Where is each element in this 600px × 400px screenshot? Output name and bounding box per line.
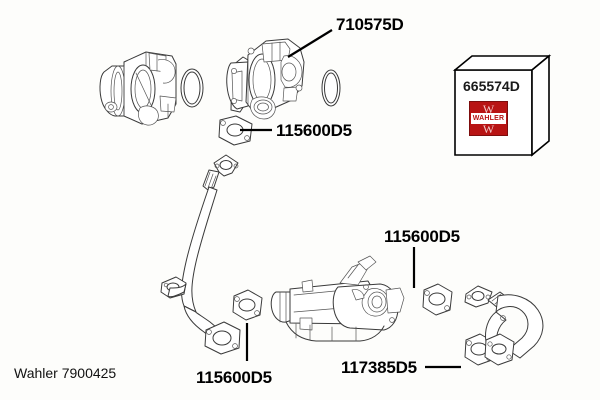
part-egr-cooler — [270, 255, 405, 342]
wahler-logo: W WAHLER W — [469, 101, 508, 136]
callout-115600d5-bottom: 115600D5 — [196, 368, 272, 387]
wahler-logo-band: WAHLER — [471, 113, 506, 124]
leader-lines — [240, 29, 461, 369]
part-egr-supply-pipe — [160, 154, 241, 355]
part-sealing-ring-right — [321, 69, 341, 107]
callout-115600d5-top: 115600D5 — [276, 121, 352, 140]
part-egr-return-pipe — [464, 285, 544, 366]
callout-115600d5-mid: 115600D5 — [384, 227, 460, 246]
leader-710575d — [287, 29, 333, 58]
package-box-part-number: 665574D — [463, 78, 520, 94]
part-egr-valve — [226, 38, 305, 120]
part-throttle-body — [99, 51, 177, 126]
callout-117385d5: 117385D5 — [341, 358, 417, 377]
wahler-logo-flourish-top: W — [482, 102, 495, 116]
wahler-logo-text: WAHLER — [472, 115, 505, 122]
wahler-logo-flourish-bottom: W — [482, 122, 495, 136]
part-gasket-cooler-outlet — [422, 283, 453, 316]
callout-710575d: 710575D — [336, 15, 404, 34]
part-sealing-ring-left — [180, 68, 204, 108]
part-gasket-cooler-inlet — [232, 289, 263, 321]
footer-reference: Wahler 7900425 — [14, 365, 117, 381]
